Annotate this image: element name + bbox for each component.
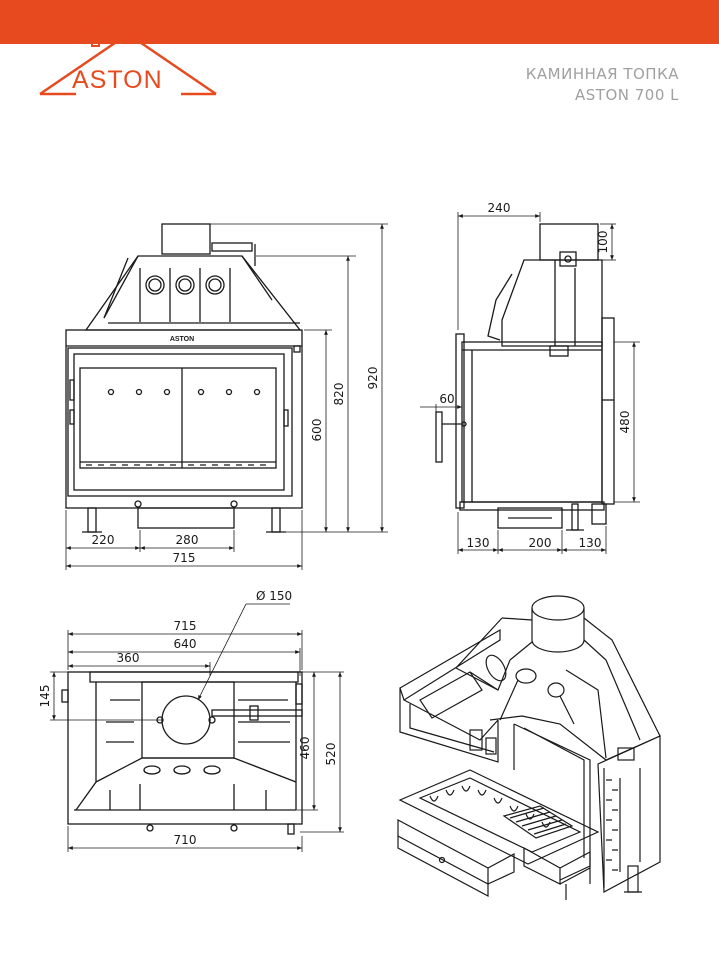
side-dimensions: [420, 212, 640, 554]
dim-side-60: 60: [439, 392, 454, 406]
dim-top-145: 145: [38, 685, 52, 708]
dim-side-200: 200: [529, 536, 552, 550]
top-dimensions: [50, 603, 344, 852]
dim-side-130-left: 130: [467, 536, 490, 550]
dim-top-diameter-150: Ø 150: [256, 589, 292, 603]
dim-side-130-right: 130: [579, 536, 602, 550]
page-title: КАМИННАЯ ТОПКА ASTON 700 L: [526, 64, 679, 106]
house-roof-chimney-icon: [39, 15, 217, 96]
dim-side-100: 100: [596, 231, 610, 254]
dim-front-920: 920: [366, 367, 380, 390]
dim-side-240: 240: [488, 201, 511, 215]
dim-side-480: 480: [618, 411, 632, 434]
dim-front-220: 220: [92, 533, 115, 547]
top-brand-bar: [0, 0, 719, 44]
side-view: [435, 223, 615, 531]
title-line-1: КАМИННАЯ ТОПКА: [525, 65, 679, 83]
front-view: [65, 223, 303, 533]
dim-front-280: 280: [176, 533, 199, 547]
dim-front-820: 820: [332, 383, 346, 406]
title-line-2: ASTON 700 L: [575, 86, 679, 104]
door-brand-mark: ASTON: [170, 336, 194, 343]
top-view: [61, 671, 303, 835]
dim-top-710: 710: [174, 833, 197, 847]
dim-top-460: 460: [298, 737, 312, 760]
dim-top-360: 360: [117, 651, 140, 665]
dim-top-520: 520: [324, 743, 338, 766]
fireplace-isometric-cutaway-icon: [397, 595, 661, 900]
dim-front-600: 600: [310, 419, 324, 442]
dim-top-715: 715: [174, 619, 197, 633]
brand-logo-text: ASTON: [72, 66, 163, 94]
dim-top-640: 640: [174, 637, 197, 651]
front-dimensions: [65, 223, 388, 570]
dim-front-715: 715: [173, 551, 196, 565]
